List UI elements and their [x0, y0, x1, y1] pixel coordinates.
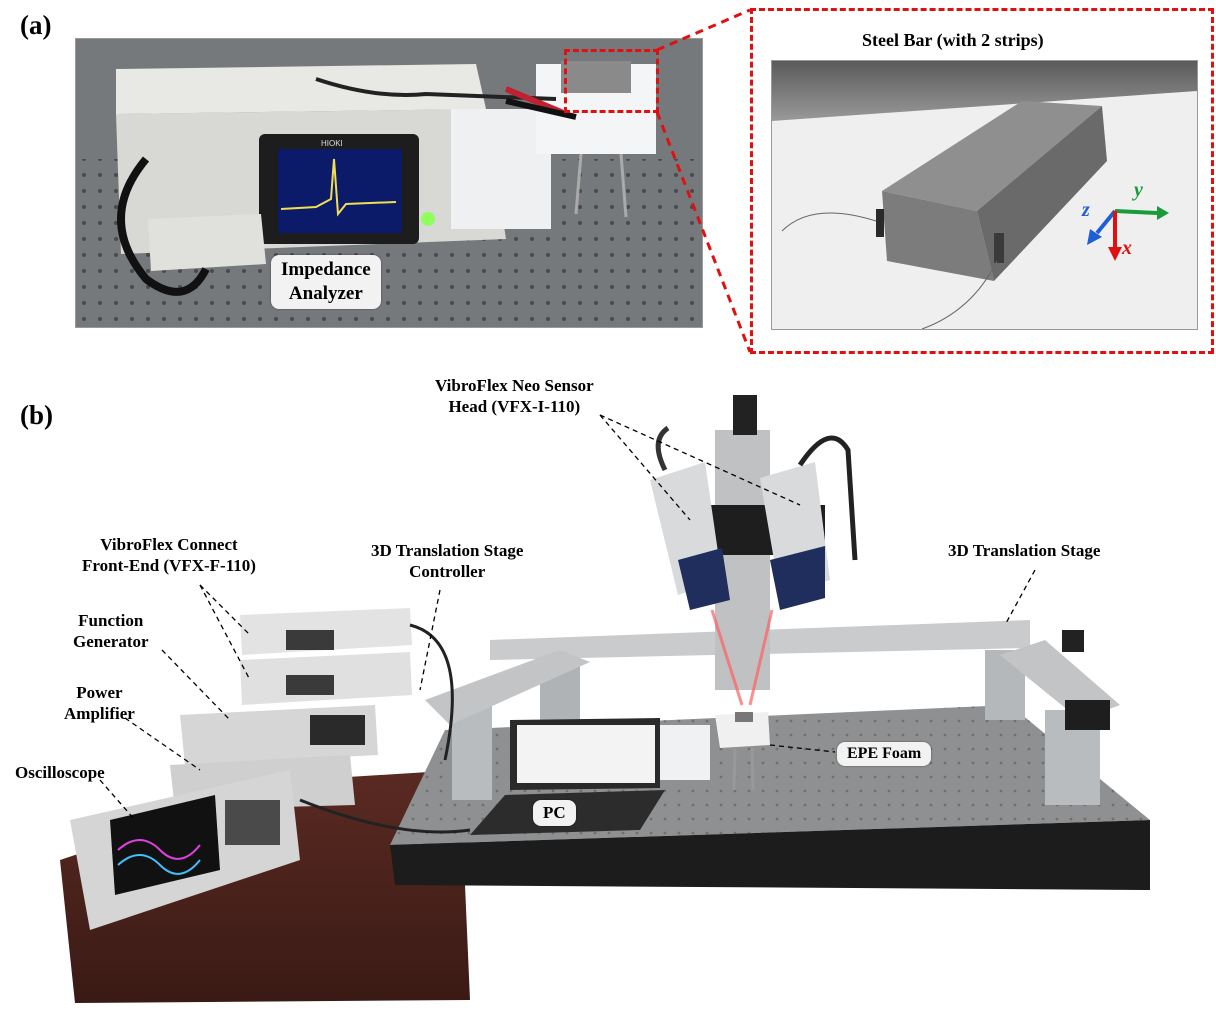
oscilloscope-annotation: Oscilloscope — [15, 763, 105, 782]
front-end-annotation: VibroFlex Connect Front-End (VFX-F-110) — [82, 535, 256, 575]
stage-controller-annotation: 3D Translation Stage Controller — [371, 541, 524, 581]
axis-x-label: x — [1122, 237, 1132, 259]
steel-bar-title: Steel Bar (with 2 strips) — [862, 30, 1044, 50]
power-amplifier-annotation: Power Amplifier — [64, 683, 135, 723]
steel-bar-drawing — [772, 61, 1197, 329]
axis-z-label: z — [1082, 199, 1090, 221]
panel-b-label: (b) — [20, 400, 53, 430]
panel-a-label: (a) — [20, 10, 52, 40]
axis-y-label: y — [1134, 179, 1143, 201]
steel-bar-inset-frame — [750, 8, 1214, 354]
impedance-analyzer-photo: HIOKI Impedance Analyzer — [75, 38, 703, 328]
function-generator-annotation: Function Generator — [73, 611, 149, 651]
translation-stage-annotation: 3D Translation Stage — [948, 541, 1101, 560]
impedance-analyzer-label: Impedance Analyzer — [271, 255, 381, 309]
pc-label: PC — [533, 800, 576, 826]
impedance-photo-drawing — [76, 39, 702, 327]
epe-foam-label: EPE Foam — [837, 742, 932, 766]
steel-bar-highlight-box — [564, 49, 659, 113]
analyzer-brand: HIOKI — [321, 139, 343, 148]
sensor-head-annotation: VibroFlex Neo Sensor Head (VFX-I-110) — [435, 376, 594, 416]
steel-bar-photo: y z x — [771, 60, 1198, 330]
